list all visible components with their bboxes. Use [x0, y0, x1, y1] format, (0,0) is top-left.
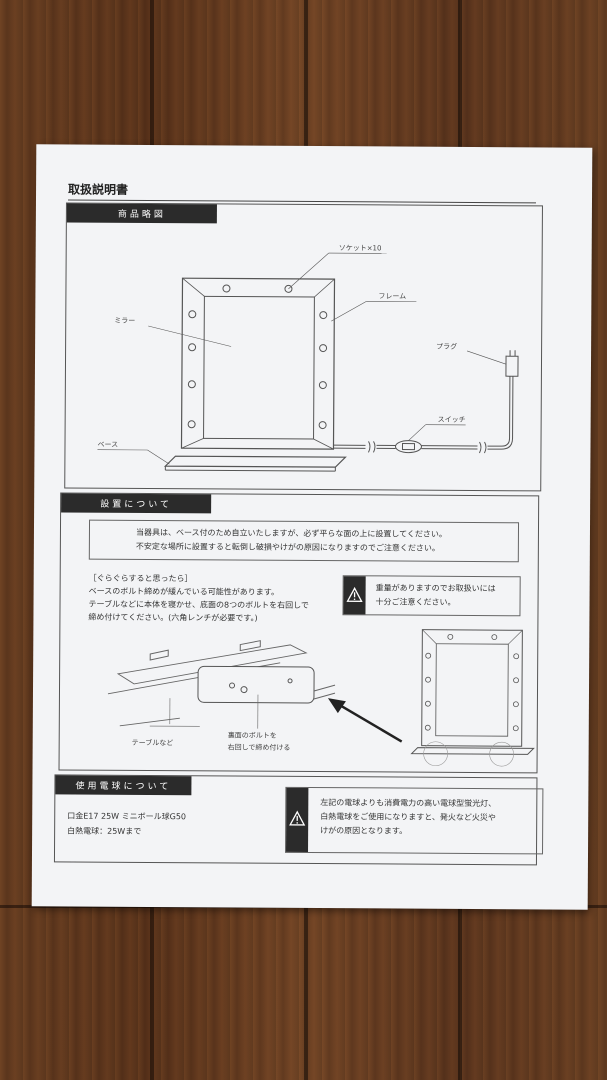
installation-illustration [107, 629, 535, 767]
document-title: 取扱説明書 [68, 182, 129, 197]
section-product-diagram: 商品略図 [64, 202, 543, 492]
label-switch: スイッチ [437, 415, 466, 424]
label-bolt-line1: 裏面のボルトを [227, 731, 277, 740]
label-base: ベース [97, 440, 119, 449]
warning-icon [286, 787, 309, 852]
bulb-warning-line3: けがの原因となります。 [320, 826, 408, 836]
label-bolt-line2: 右回しで締め付ける [227, 743, 291, 752]
bulb-spec-line2: 白熱電球：25Wまで [67, 826, 142, 836]
label-mirror: ミラー [114, 316, 136, 325]
mirror-diagram [97, 252, 519, 472]
bulb-spec-line1: 口金E17 25W ミニボール球G50 [67, 811, 187, 822]
bulb-warning-line2: 白熱電球をご使用になりますと、発火など火災や [320, 812, 496, 823]
instruction-sheet: 取扱説明書 商品略図 [31, 144, 593, 910]
label-frame: フレーム [378, 292, 407, 301]
label-socket: ソケット×10 [338, 244, 382, 253]
label-table: テーブルなど [131, 738, 174, 748]
section-heading-bulbs: 使用電球について [55, 775, 192, 796]
section-installation: 設置について 当器具は、ベース付のため自立いたしますが、必ず平らな面の上に設置し… [58, 492, 540, 774]
bulb-warning-line1: 左記の電球よりも消費電力の高い電球型蛍光灯、 [320, 798, 497, 809]
bulb-warning-box: 左記の電球よりも消費電力の高い電球型蛍光灯、 白熱電球をご使用になりますと、発火… [285, 786, 544, 855]
weight-warning-box: 重量がありますのでお取扱いには 十分ご注意ください。 [342, 575, 521, 617]
label-plug: プラグ [436, 342, 458, 351]
section-bulbs: 使用電球について 口金E17 25W ミニボール球G50 白熱電球：25Wまで … [53, 774, 544, 866]
warning-icon [343, 576, 366, 615]
